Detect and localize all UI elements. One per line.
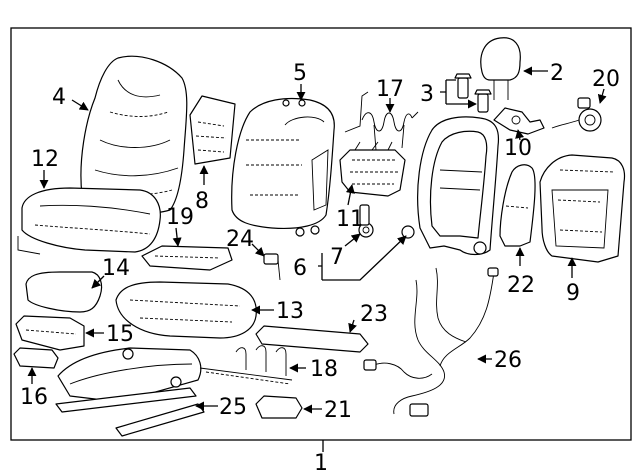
leader-3 <box>440 79 476 104</box>
callout-7: 7 <box>330 245 344 270</box>
callout-21: 21 <box>324 398 352 423</box>
lumbar-support <box>339 141 406 197</box>
callout-18: 18 <box>310 357 338 382</box>
back-pad <box>189 95 236 165</box>
callout-17: 17 <box>376 77 404 102</box>
callout-2: 2 <box>550 61 564 86</box>
back-board <box>539 154 626 263</box>
leader-19 <box>172 227 182 247</box>
callout-8: 8 <box>195 189 209 214</box>
callout-10: 10 <box>504 136 532 161</box>
callout-15: 15 <box>106 322 134 347</box>
callout-16: 16 <box>20 385 48 410</box>
back-spring <box>344 91 419 151</box>
seat-back-pad <box>231 97 335 237</box>
leader-11 <box>345 184 355 206</box>
leader-23 <box>348 319 357 333</box>
back-panel <box>499 164 536 247</box>
callout-19: 19 <box>166 205 194 230</box>
cushion-bolster <box>25 271 103 313</box>
callout-1: 1 <box>314 451 328 471</box>
hinge-bracket <box>493 107 545 135</box>
trim-piece <box>13 347 59 369</box>
callout-22: 22 <box>507 273 535 298</box>
callout-6: 6 <box>293 256 307 281</box>
side-shield <box>15 315 85 351</box>
leader-10 <box>515 129 525 141</box>
seat-cushion-cover <box>17 187 161 255</box>
spring-clips <box>199 345 293 385</box>
seat-track <box>55 347 205 437</box>
seat-back-frame <box>401 116 500 256</box>
cushion-pad <box>115 281 257 339</box>
callout-24: 24 <box>226 227 254 252</box>
wiring-harness <box>363 267 499 417</box>
callout-26: 26 <box>494 348 522 373</box>
side-panel <box>255 325 369 353</box>
small-bracket <box>255 395 303 419</box>
callout-14: 14 <box>102 256 130 281</box>
callout-20: 20 <box>592 67 620 92</box>
cushion-heater <box>141 245 233 271</box>
callout-23: 23 <box>360 302 388 327</box>
callout-4: 4 <box>52 85 66 110</box>
leader-24 <box>251 243 265 257</box>
leader-6 <box>318 236 406 281</box>
callout-3: 3 <box>420 82 434 107</box>
callout-5: 5 <box>293 61 307 86</box>
callout-13: 13 <box>276 299 304 324</box>
seat-back-cover <box>80 55 188 215</box>
assembly-frame <box>10 27 632 441</box>
leader-20 <box>597 88 607 104</box>
leader-14 <box>91 275 105 289</box>
headrest <box>480 37 521 100</box>
callout-9: 9 <box>566 281 580 306</box>
recliner-bolt <box>358 204 374 238</box>
leader-4 <box>71 99 89 111</box>
connector <box>263 253 281 281</box>
callout-25: 25 <box>219 395 247 420</box>
headrest-guides <box>454 73 492 113</box>
leader-7 <box>344 233 361 247</box>
callout-12: 12 <box>31 147 59 172</box>
actuator <box>551 97 602 132</box>
